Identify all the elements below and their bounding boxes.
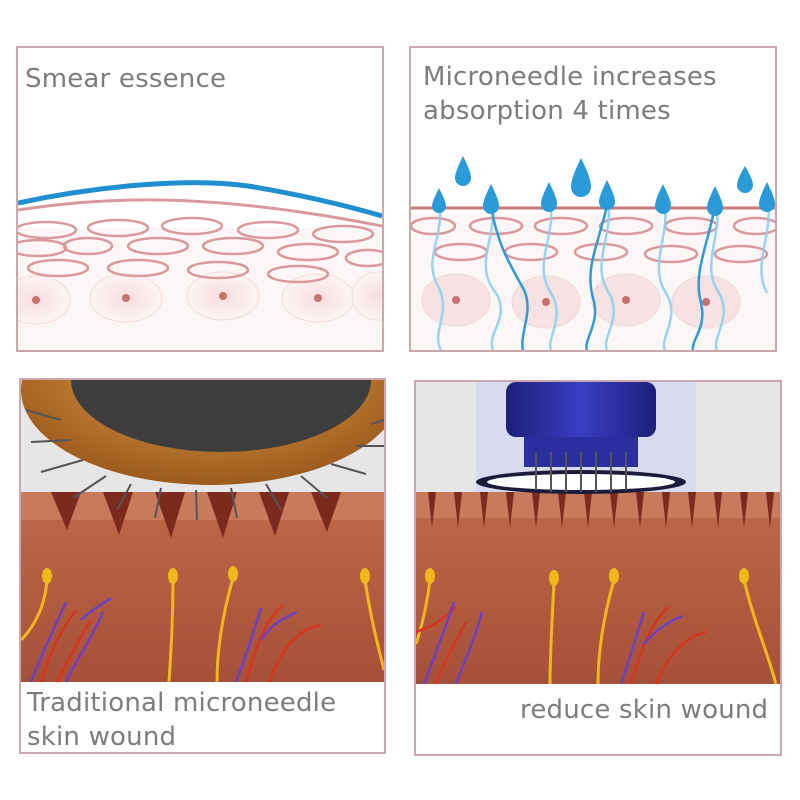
caption-smear-essence: Smear essence [25,62,226,96]
caption-traditional-microneedle: Traditional microneedle skin wound [27,686,386,754]
panel-traditional-microneedle: Traditional microneedle skin wound [19,378,386,754]
caption-absorption: Microneedle increases absorption 4 times [423,60,773,128]
caption-reduce-wound: reduce skin wound [520,693,768,727]
panel-absorption: Microneedle increases absorption 4 times [409,46,777,352]
panel-reduce-wound: reduce skin wound [414,380,782,756]
panel-smear-essence: Smear essence [16,46,384,352]
